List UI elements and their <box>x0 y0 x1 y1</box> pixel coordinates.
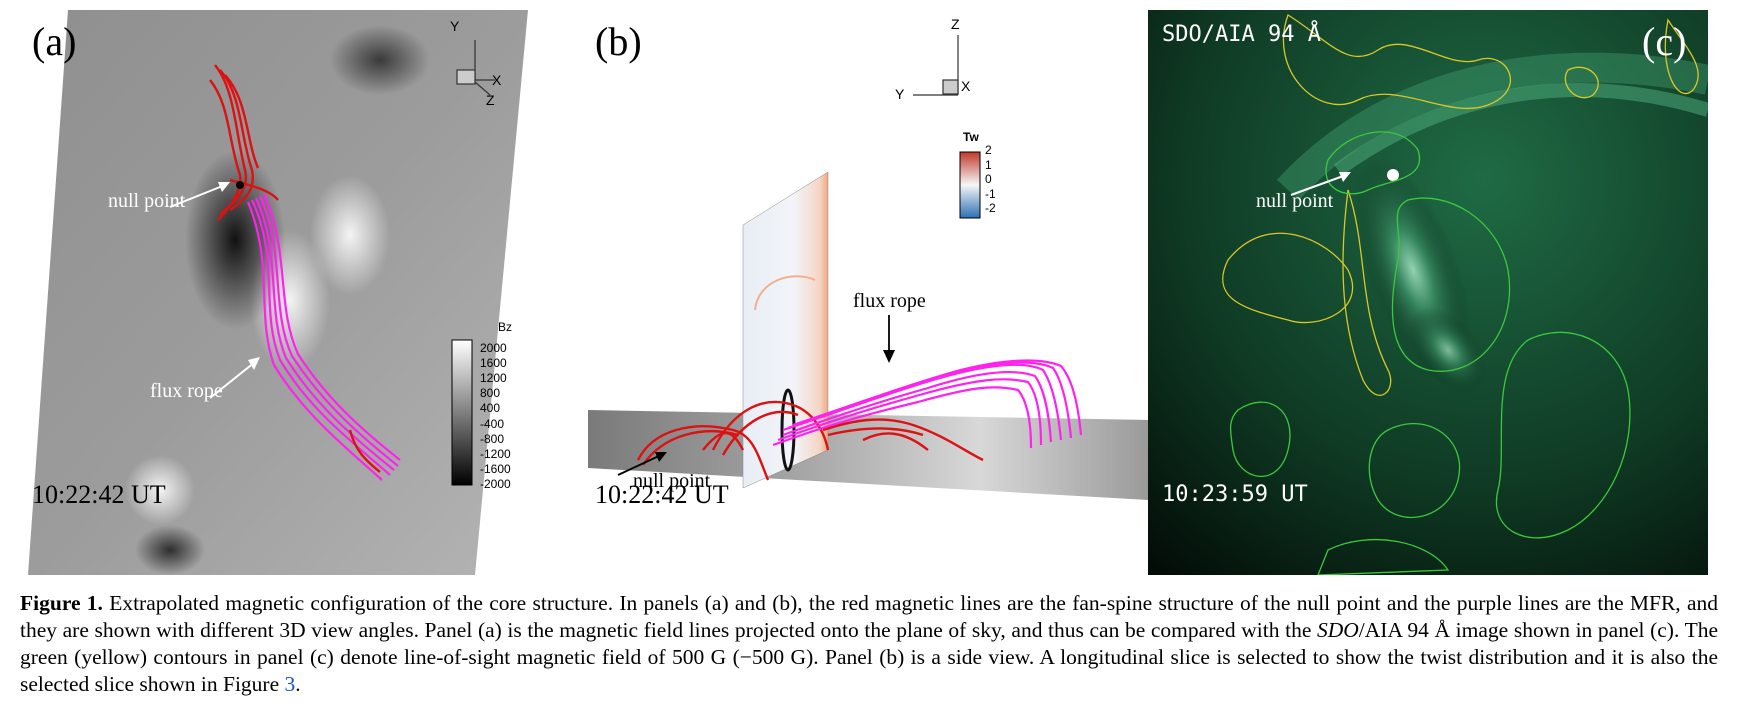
bz-colorbar-tick: -1600 <box>480 461 511 476</box>
axis-y-b: Y <box>895 86 905 102</box>
panel-b-timestamp: 10:22:42 UT <box>595 480 729 509</box>
tw-colorbar <box>959 151 981 219</box>
bz-colorbar-tick: -2000 <box>480 477 511 491</box>
tw-colorbar-tick: -1 <box>985 186 996 201</box>
bz-colorbar-tick: 400 <box>480 401 501 416</box>
panel-b: (b) 10:22:42 UT null point flux rope Z Y… <box>583 10 1148 575</box>
fan-spine-lines-b <box>636 400 984 481</box>
bz-colorbar <box>451 339 473 486</box>
panel-a-label: (a) <box>32 19 77 64</box>
bz-colorbar-tick: 1600 <box>480 356 507 371</box>
axis-triad-b <box>913 35 959 96</box>
panel-b-label: (b) <box>595 19 642 64</box>
panel-a-magnetogram <box>28 10 528 575</box>
panel-a-timestamp: 10:22:42 UT <box>32 480 166 509</box>
bz-colorbar-tick: -400 <box>480 416 505 431</box>
axis-z-a: Z <box>486 92 495 108</box>
axis-x-b: X <box>961 78 971 94</box>
axis-y-a: Y <box>450 18 460 34</box>
figure-caption: Figure 1. Extrapolated magnetic configur… <box>20 590 1718 698</box>
instrument-label: SDO/AIA 94 Å <box>1162 22 1321 47</box>
axis-z-b: Z <box>951 16 960 32</box>
bz-colorbar-title: Bz <box>498 320 513 334</box>
flux-rope-lines <box>246 193 401 481</box>
tw-colorbar-tick: -2 <box>985 201 996 215</box>
tw-colorbar-tick: 1 <box>985 157 992 172</box>
tw-colorbar-title: Tw <box>963 130 979 144</box>
bz-colorbar-tick: 800 <box>480 386 501 401</box>
bz-colorbar-tick: 1200 <box>480 371 507 386</box>
null-point-label-a: null point <box>108 190 186 212</box>
bz-colorbar-tick: 2000 <box>480 341 507 355</box>
figure-3-link[interactable]: 3 <box>284 672 296 696</box>
fan-spine-lines <box>209 64 381 473</box>
bz-colorbar-tick: -1200 <box>480 446 511 461</box>
tw-colorbar-tick: 2 <box>985 143 992 157</box>
panel-c-timestamp: 10:23:59 UT <box>1162 482 1308 507</box>
panel-b-sideview <box>588 35 1148 500</box>
caption-sdo: SDO <box>1316 618 1359 642</box>
axis-x-a: X <box>492 72 502 88</box>
contours-positive <box>1229 131 1631 575</box>
flux-rope-lines-b <box>772 359 1083 449</box>
flux-rope-label-a: flux rope <box>150 380 223 402</box>
null-point-label-b: null point <box>633 470 711 492</box>
contours-negative <box>1222 14 1699 396</box>
bz-colorbar-tick: -800 <box>480 431 505 446</box>
panel-a: (a) 10:22:42 UT null point flux rope Y X… <box>20 10 560 575</box>
caption-text-1: Extrapolated magnetic configuration of t… <box>20 591 1719 642</box>
flux-rope-label-b: flux rope <box>853 290 926 312</box>
tw-colorbar-tick: 0 <box>985 172 992 186</box>
panel-c-label: (c) <box>1642 19 1687 64</box>
figure-label: Figure 1. <box>20 591 103 615</box>
caption-text-2: /AIA 94 Å image shown in panel (c). The … <box>20 618 1718 696</box>
panel-c: SDO/AIA 94 Å (c) 10:23:59 UT null point <box>1148 10 1708 575</box>
null-point-label-c: null point <box>1256 190 1334 212</box>
panel-c-aia-image <box>1148 10 1708 575</box>
caption-text-3: . <box>295 672 301 696</box>
axis-triad-a <box>456 40 495 96</box>
